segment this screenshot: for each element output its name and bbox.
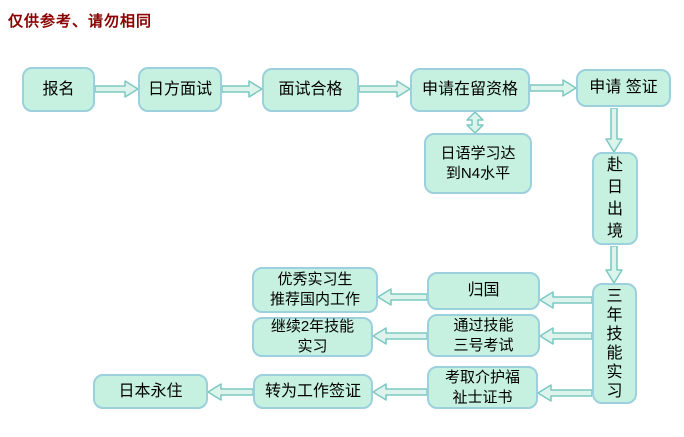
arrow-left-skill-exam-to-continue-2yr	[373, 327, 427, 345]
arrow-left-caregiver-cert-to-work-visa	[373, 383, 427, 401]
flow-node-continue-2yr-training: 继续2年技能 实习	[252, 317, 373, 357]
flow-node-three-year-training: 三 年 技 能 实 习	[592, 283, 637, 404]
arrow-left-training-to-caregiver-cert	[538, 384, 592, 402]
flow-node-label: 申请 签证	[589, 79, 658, 96]
arrow-left-training-to-skill-exam	[540, 327, 592, 345]
flow-node-skill-exam-no3: 通过技能 三号考试	[427, 314, 540, 357]
flow-node-label: 考取介护福 祉士证书	[444, 368, 520, 406]
flow-node-apply-visa: 申请 签证	[576, 69, 671, 107]
flow-node-return-home: 归国	[427, 272, 540, 310]
arrow-right-japan-interview-to-interview-pass	[222, 80, 262, 98]
flow-node-label: 赴 日 出 境	[606, 156, 623, 240]
arrow-right-interview-pass-to-residence-status	[359, 80, 410, 98]
flow-node-label: 面试合格	[278, 81, 343, 98]
flow-node-signup: 报名	[22, 67, 95, 112]
flow-node-label: 报名	[42, 80, 75, 98]
arrow-right-residence-status-to-apply-visa	[530, 79, 576, 97]
arrow-left-work-visa-to-permanent	[208, 383, 253, 401]
arrow-double-residence-status-japanese-n4	[466, 112, 484, 133]
flow-node-label: 优秀实习生 推荐国内工作	[269, 271, 360, 308]
arrow-left-return-home-to-recommend-work	[378, 288, 427, 306]
flow-node-depart-to-japan: 赴 日 出 境	[592, 152, 638, 245]
flow-node-caregiver-certificate: 考取介护福 祉士证书	[427, 366, 538, 409]
arrow-right-signup-to-japan-interview	[95, 80, 138, 98]
flow-node-label: 三 年 技 能 实 习	[606, 287, 623, 400]
flow-node-label: 日本永住	[118, 382, 183, 400]
flow-node-label: 通过技能 三号考试	[453, 316, 514, 354]
flow-node-label: 归国	[467, 282, 500, 299]
flow-node-recommend-domestic-work: 优秀实习生 推荐国内工作	[252, 267, 378, 313]
flow-node-japan-permanent: 日本永住	[93, 374, 208, 409]
flow-node-label: 日语学习达 到N4水平	[440, 144, 516, 182]
flow-node-japan-interview: 日方面试	[138, 67, 222, 112]
flow-node-residence-status: 申请在留资格	[410, 68, 530, 112]
flow-node-label: 日方面试	[147, 80, 212, 98]
arrow-down-apply-visa-to-depart	[605, 108, 623, 152]
flow-node-interview-pass: 面试合格	[262, 68, 359, 112]
arrow-down-depart-to-three-year-training	[605, 246, 623, 283]
diagram-title: 仅供参考、请勿相同	[8, 13, 153, 30]
flow-node-label: 转为工作签证	[264, 382, 361, 400]
flow-node-japanese-n4: 日语学习达 到N4水平	[424, 133, 532, 194]
flow-node-label: 继续2年技能 实习	[270, 318, 355, 355]
flow-node-work-visa: 转为工作签证	[253, 374, 373, 409]
arrow-left-training-to-return-home	[540, 291, 592, 309]
flow-node-label: 申请在留资格	[421, 81, 518, 98]
